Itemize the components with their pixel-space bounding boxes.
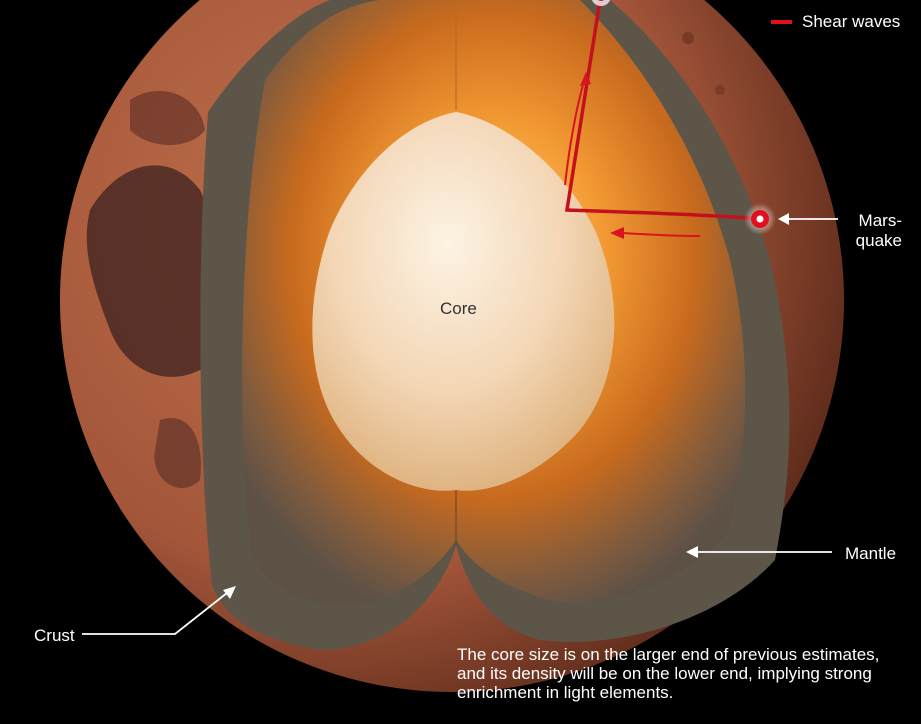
mantle-label: Mantle (845, 544, 896, 564)
shear-wave-legend-swatch (771, 20, 792, 24)
crust-label: Crust (34, 626, 75, 646)
marsquake-marker (744, 203, 776, 235)
core-label: Core (440, 299, 477, 319)
marsquake-label: Mars- quake (846, 211, 902, 251)
marsquake-label-line2: quake (846, 231, 902, 251)
legend-label: Shear waves (802, 12, 900, 32)
caption-text: The core size is on the larger end of pr… (457, 645, 887, 702)
marsquake-label-line1: Mars- (846, 211, 902, 231)
legend: Shear waves (771, 12, 900, 32)
